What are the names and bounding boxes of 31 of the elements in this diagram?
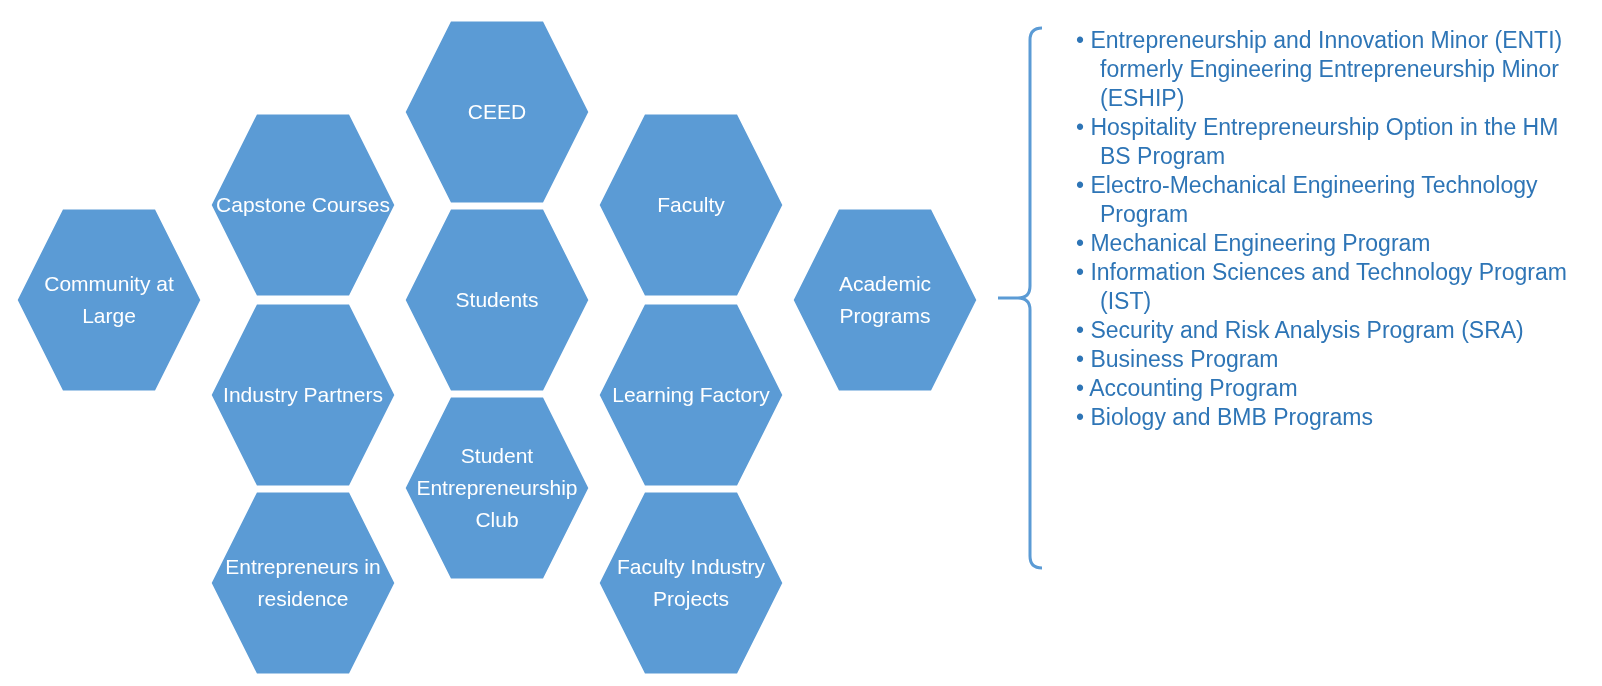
list-item: • Accounting Program [1076,374,1299,403]
tile-label: Entrepreneurs in residence [224,554,382,612]
tile-label: Faculty [657,192,725,218]
hexagon-tile [209,112,397,298]
hexagon-tile [209,490,397,676]
list-item: • Security and Risk Analysis Program (SRA) [1076,316,1525,345]
list-item: • Mechanical Engineering Program [1076,229,1432,258]
tile-label: Academic Programs [837,271,933,329]
tile-label: Community at Large [43,271,175,329]
hexagon-tile [403,395,591,581]
list-item: • Electro-Mechanical Engineering Technology Program [1076,171,1539,229]
hexagon-tile [597,490,785,676]
list-item: • Biology and BMB Programs [1076,403,1374,432]
hexagon-tile [597,112,785,298]
hexagon-tile [15,207,203,393]
list-item: • Hospitality Entrepreneurship Option in the HM BS Program [1076,113,1560,171]
tile-label: Capstone Courses [216,192,390,218]
hexagon-tile [403,19,591,205]
tile-label: Students [455,287,539,313]
hexagon-tile [403,207,591,393]
tile-label: Learning Factory [612,382,770,408]
list-item: • Business Program [1076,345,1280,374]
list-item: • Entrepreneurship and Innovation Minor (ENTI) formerly Engineering Entrepreneurship Minor (ESHIP) [1076,26,1564,113]
hexagon-tile [597,302,785,488]
hexagon-tile [791,207,979,393]
tile-label: CEED [467,99,527,125]
tile-label: Student Entrepreneurship Club [415,443,579,533]
tile-label: Industry Partners [223,382,383,408]
hexagon-tile [209,302,397,488]
tile-label: Faculty Industry Projects [615,554,767,612]
list-item: • Information Sciences and Technology Program (IST) [1076,258,1568,316]
